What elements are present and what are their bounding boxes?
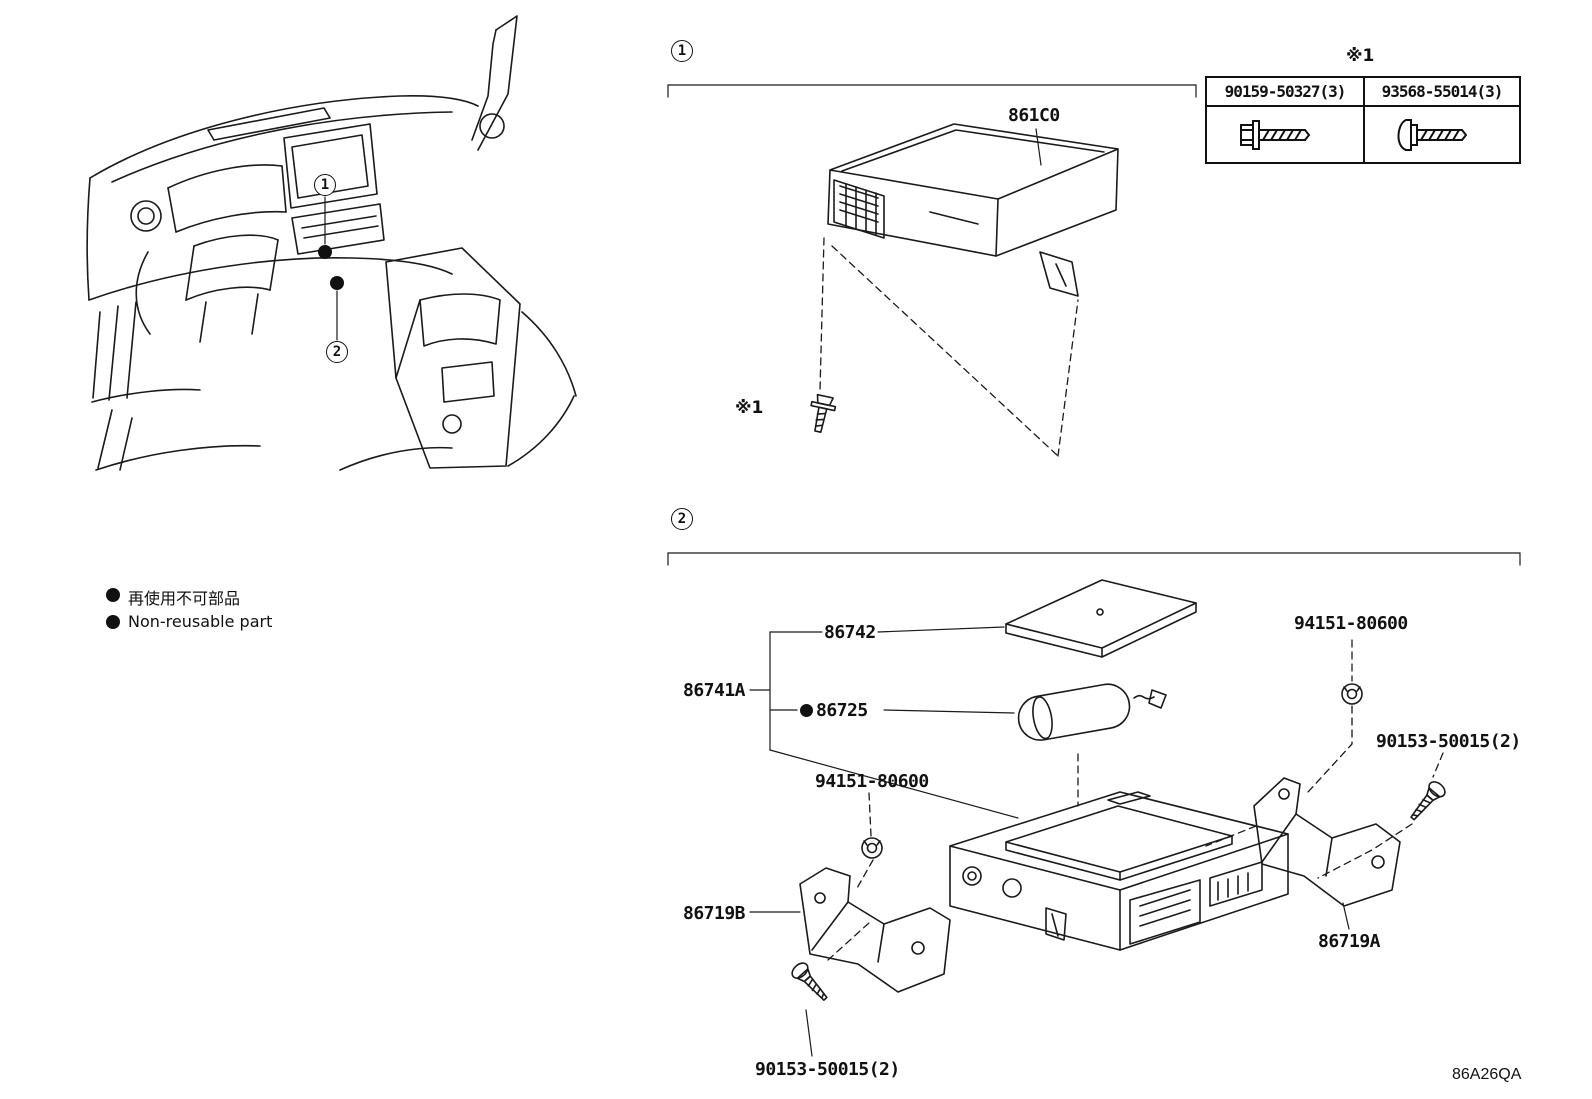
legend-jp-text: 再使用不可部品 xyxy=(128,589,241,608)
note-ref-screw: ※1 xyxy=(735,398,764,418)
legend-bullets xyxy=(106,588,120,629)
legend-row-en: Non-reusable part xyxy=(128,612,272,631)
fastener-table: 90159-50327(3) 93568-55014(3) xyxy=(1205,76,1521,164)
part-label-clip-top: 94151-80600 xyxy=(1294,613,1408,634)
bracket-left-drawing xyxy=(799,867,951,993)
section-1-bracket-line xyxy=(667,84,1197,98)
part-label-86741A: 86741A xyxy=(683,680,746,701)
bracket-right-drawing xyxy=(1253,777,1401,907)
part-label-86742: 86742 xyxy=(824,622,876,643)
part-label-86725-text: 86725 xyxy=(816,700,868,721)
section-1-marker: 1 xyxy=(671,40,693,62)
clip-top-dashed xyxy=(1307,639,1353,793)
part-label-861C0: 861C0 xyxy=(1008,105,1060,126)
mounting-screw-icon xyxy=(810,393,837,433)
dcm-module-drawing xyxy=(827,123,1119,297)
cover-drawing xyxy=(1005,579,1197,658)
screw-bottom-dashed xyxy=(827,921,871,961)
screw-bottom-icon xyxy=(791,962,828,1002)
battery-drawing xyxy=(1017,683,1167,741)
dashboard-illustration xyxy=(86,15,577,471)
dashboard-callout-leaders xyxy=(318,196,344,341)
part-label-86719A: 86719A xyxy=(1318,931,1381,952)
part-label-86719B: 86719B xyxy=(683,903,746,924)
clip-left-dashed xyxy=(855,792,874,891)
pan-screw-icon xyxy=(1363,107,1519,162)
fastener-part-number-1: 90159-50327(3) xyxy=(1224,82,1347,101)
clip-left-icon xyxy=(861,837,883,859)
part-label-clip-left: 94151-80600 xyxy=(815,771,929,792)
part-label-86725: 86725 xyxy=(800,700,868,721)
dashboard-callout-2: 2 xyxy=(326,341,348,363)
legend-en-text: Non-reusable part xyxy=(128,612,273,631)
screw-right-icon xyxy=(1410,781,1446,821)
section-2-marker: 2 xyxy=(671,508,693,530)
module-assembly-dashed-lines xyxy=(819,237,1079,457)
main-unit-drawing xyxy=(949,791,1289,951)
figure-code: 86A26QA xyxy=(1452,1066,1522,1083)
legend-row-jp: 再使用不可部品 xyxy=(128,585,240,609)
part-label-screw-bottom: 90153-50015(2) xyxy=(755,1059,900,1080)
non-reusable-bullet xyxy=(800,704,813,717)
screw-right-dashed xyxy=(1317,752,1444,879)
note-ref-table: ※1 xyxy=(1346,46,1375,66)
fastener-part-number-2: 93568-55014(3) xyxy=(1363,78,1519,105)
dashboard-callout-1: 1 xyxy=(314,174,336,196)
clip-top-icon xyxy=(1341,683,1363,705)
section-2-bracket-line xyxy=(667,552,1521,566)
bracket-right-assembly-dashed xyxy=(1205,825,1257,847)
section-2-leader-lines xyxy=(749,626,1350,1057)
part-label-screw-right: 90153-50015(2) xyxy=(1376,731,1521,752)
hex-bolt-icon xyxy=(1207,107,1363,162)
